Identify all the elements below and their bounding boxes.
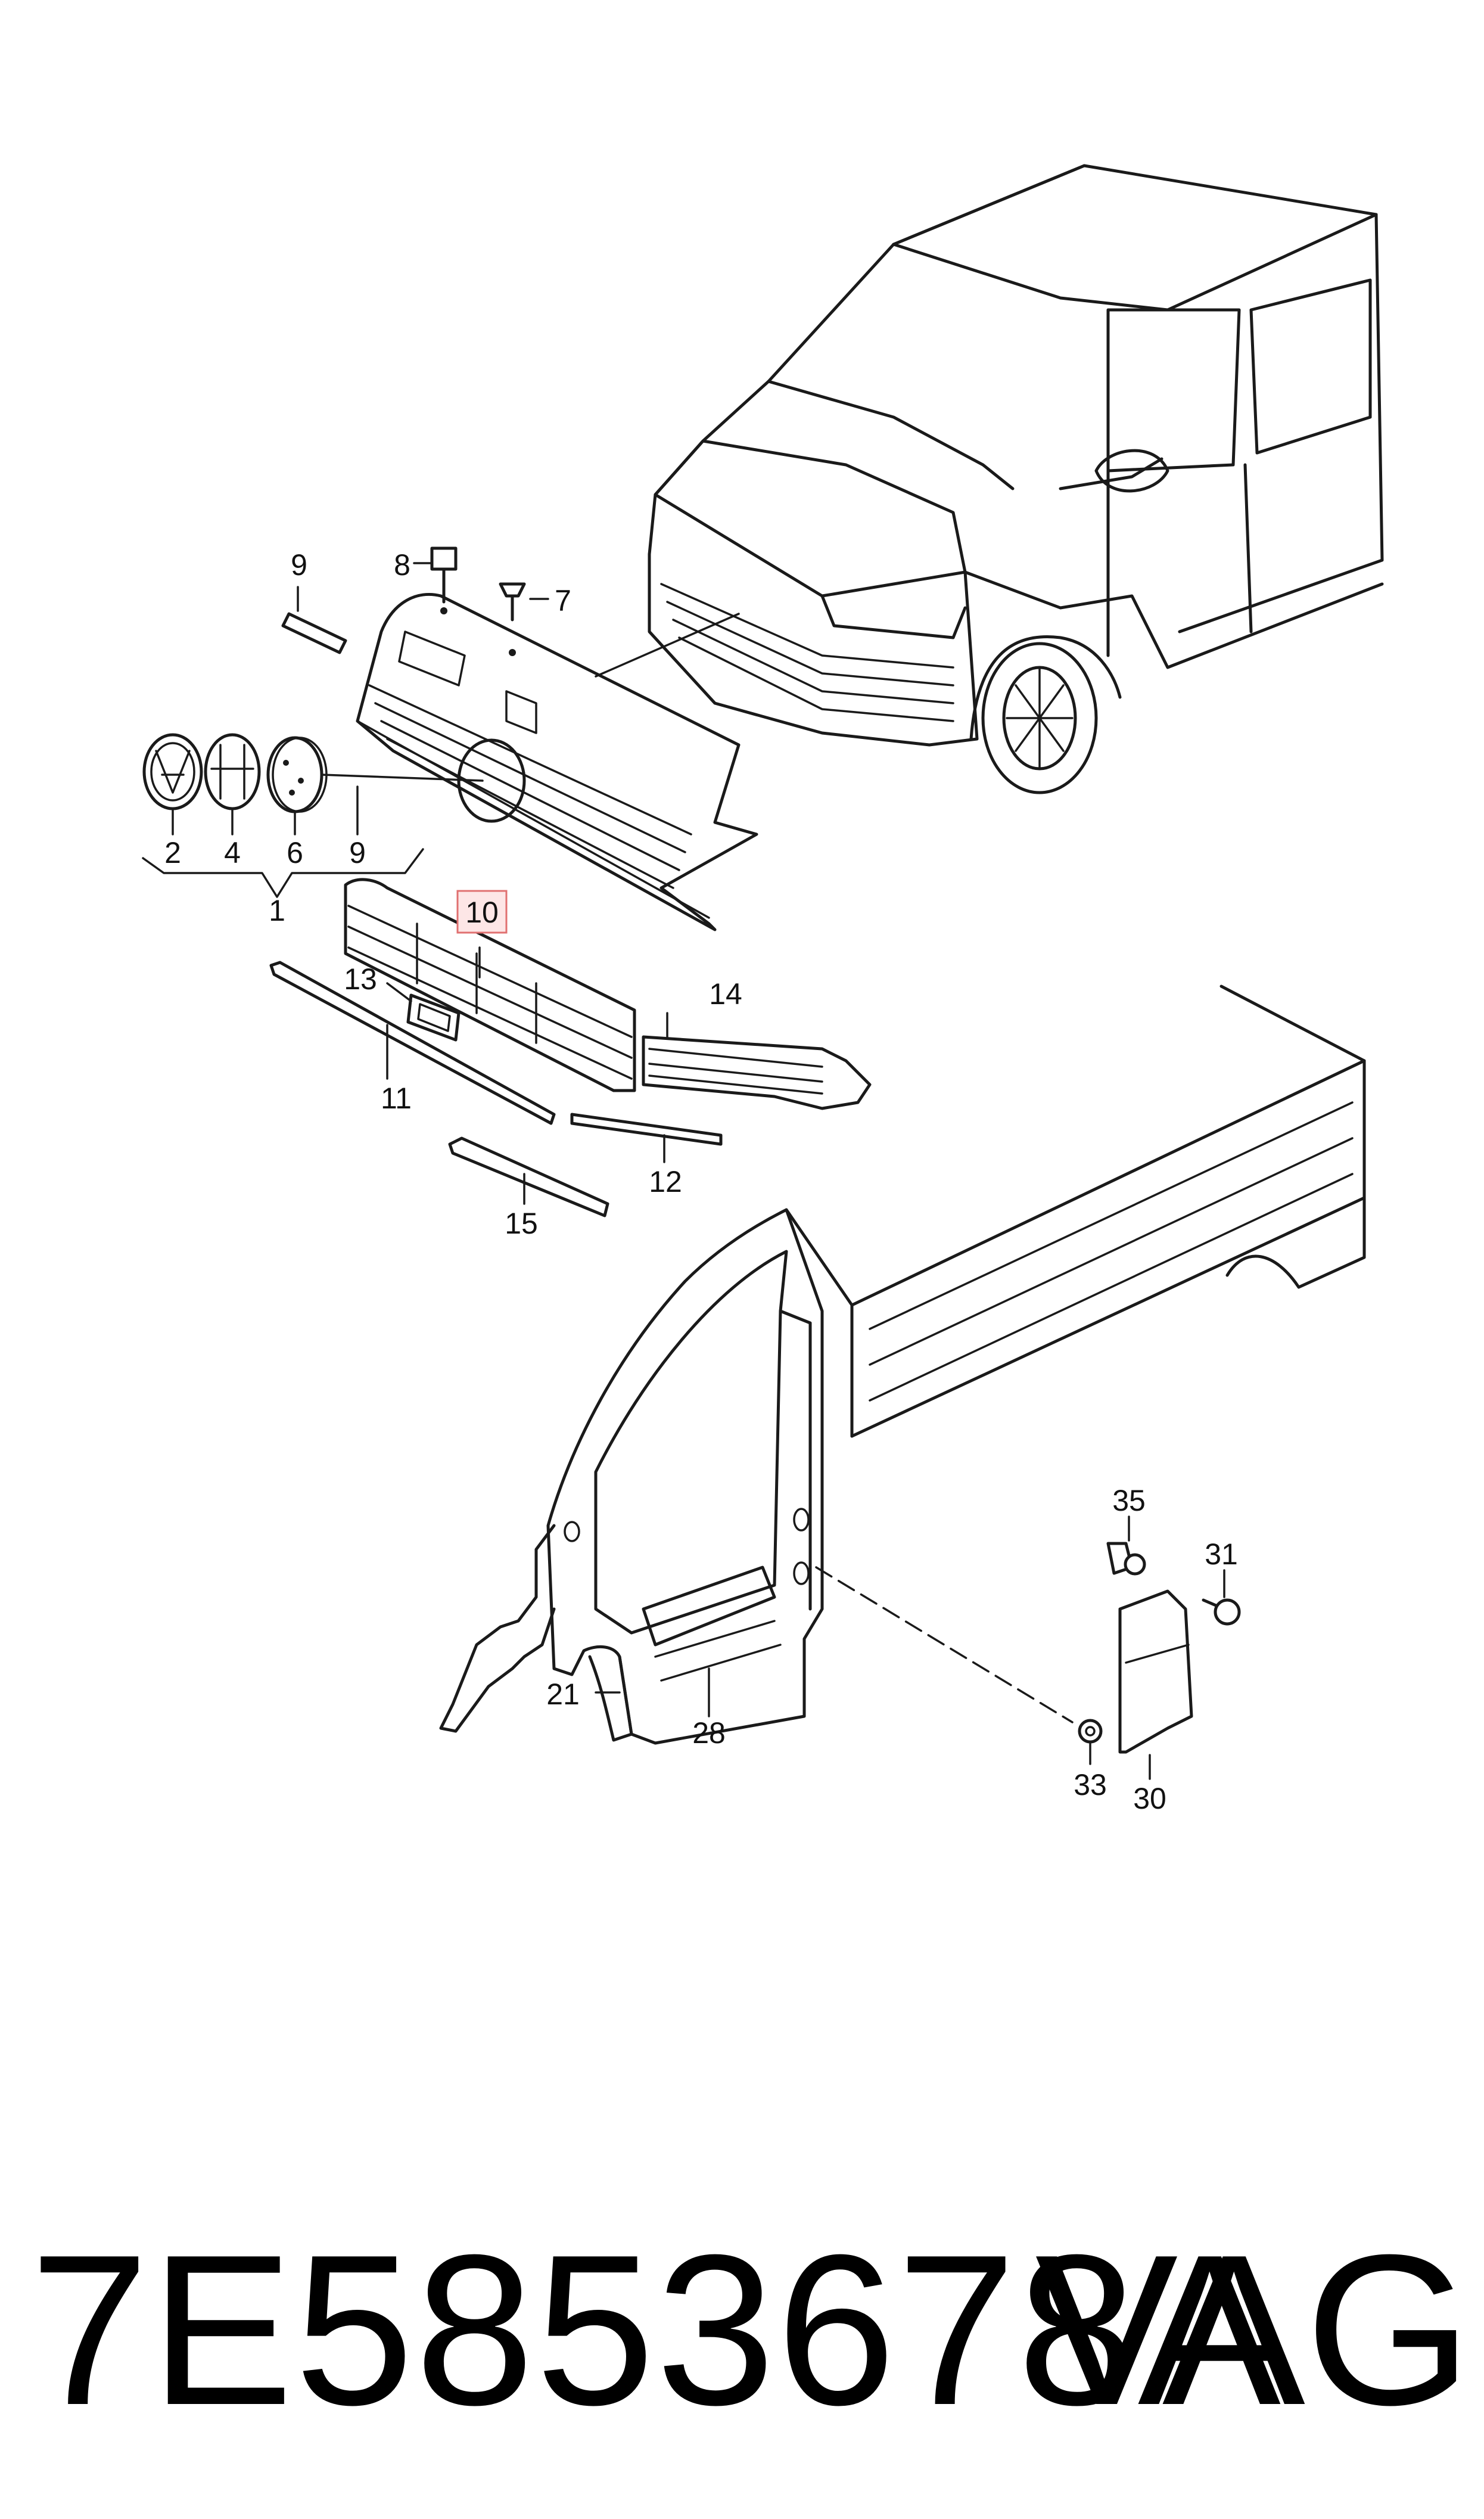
callout-1: 1 xyxy=(269,894,285,927)
brand-label: VAG xyxy=(1035,2210,1472,2450)
clip-7 xyxy=(499,582,526,656)
callout-28: 28 xyxy=(692,1716,726,1750)
callout-35: 35 xyxy=(1112,1484,1146,1517)
callout-6: 6 xyxy=(287,836,303,869)
callout-10: 10 xyxy=(465,896,499,929)
door-frame-side-panel xyxy=(439,1208,1074,1745)
emblem-6 xyxy=(266,736,328,813)
part-number: 7E5853678A xyxy=(30,2210,1282,2450)
nut-33 xyxy=(1078,1719,1103,1744)
callout-15: 15 xyxy=(505,1207,538,1240)
callout-7: 7 xyxy=(555,584,571,617)
callout-33: 33 xyxy=(1074,1768,1107,1801)
van-illustration xyxy=(595,164,1384,794)
callout-21: 21 xyxy=(546,1678,580,1711)
bolt-31 xyxy=(1202,1598,1241,1626)
callout-12: 12 xyxy=(649,1165,682,1198)
callout-2: 2 xyxy=(164,836,181,869)
callout-14: 14 xyxy=(709,977,742,1011)
callout-30: 30 xyxy=(1133,1782,1166,1815)
callout-13: 13 xyxy=(344,962,377,996)
trim-strip-12 xyxy=(570,1113,723,1146)
callout-9: 9 xyxy=(291,548,307,582)
bolt-8 xyxy=(430,546,458,614)
leader-lines-lower xyxy=(386,946,668,1205)
emblem-4 xyxy=(204,733,261,810)
callout-4: 4 xyxy=(224,836,241,869)
callout-31: 31 xyxy=(1205,1538,1238,1571)
pickup-bed xyxy=(785,984,1366,1438)
callout-8: 8 xyxy=(394,548,410,582)
trim-strip-11 xyxy=(269,961,556,1125)
leader-lines-upper xyxy=(142,562,549,898)
emblem-2 xyxy=(142,733,203,810)
leader-lines-flap xyxy=(1089,1515,1225,1780)
part-13 xyxy=(406,993,461,1042)
trim-strip-15 xyxy=(448,1136,609,1217)
fastener-35 xyxy=(1106,1542,1146,1576)
leader-lines-door xyxy=(595,1667,710,1717)
callout-highlight-box xyxy=(456,890,508,934)
callout-11: 11 xyxy=(381,1082,412,1115)
parts-diagram: 9 8 7 2 4 6 9 1 10 13 14 11 12 15 21 28 … xyxy=(142,164,1384,1815)
mud-flap-30 xyxy=(1118,1589,1193,1754)
side-grille-14 xyxy=(642,1035,872,1110)
clip-9 xyxy=(281,612,347,654)
callout-labels: 9 8 7 2 4 6 9 1 10 13 14 11 12 15 21 28 … xyxy=(164,548,1238,1815)
lower-grille-10 xyxy=(344,878,636,1092)
upper-grille-assembly xyxy=(356,593,758,931)
callout-9b: 9 xyxy=(349,836,366,869)
footer: 7E5853678A VAG xyxy=(0,2205,1484,2455)
